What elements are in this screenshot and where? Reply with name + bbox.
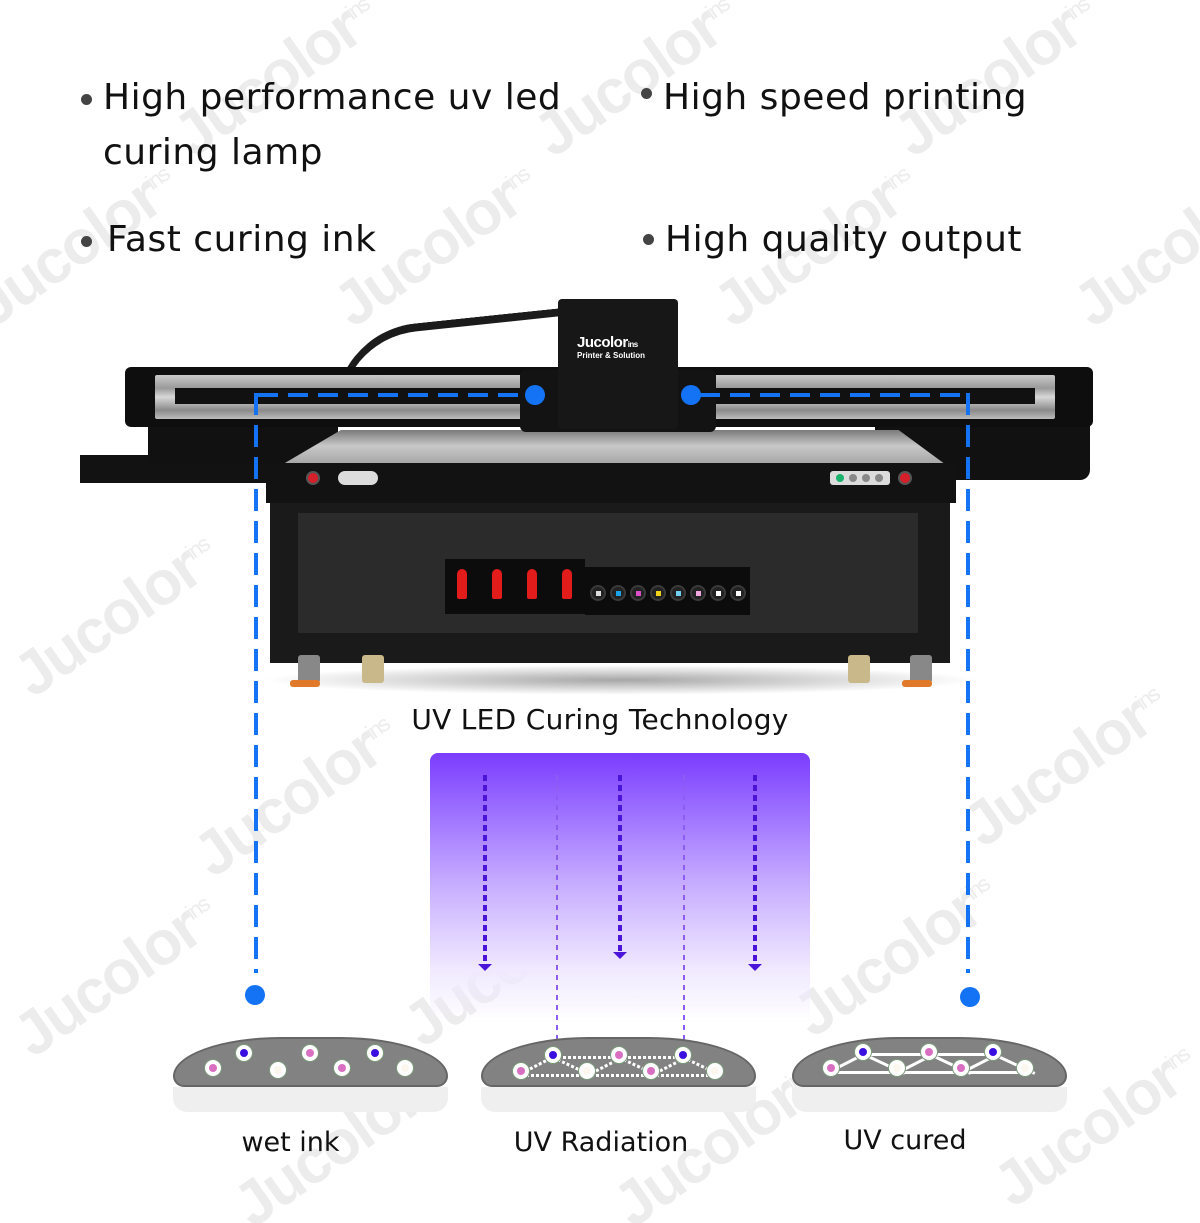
droplet-uv-cured (792, 1037, 1067, 1112)
feature-text: High speed printing (663, 77, 1028, 118)
print-head-cover (558, 299, 678, 429)
lamp-indicator-right-drop (966, 393, 970, 973)
droplet-wet-ink (173, 1037, 448, 1112)
bullet-icon (81, 94, 92, 105)
brand-logo: Jucolorins Printer & Solution (577, 334, 645, 360)
feature-uv-led-lamp: High performance uv led curing lamp (81, 70, 562, 180)
stage-label-uv-cured: UV cured (843, 1125, 967, 1156)
bullet-icon (643, 234, 654, 245)
valve-icon (527, 569, 537, 599)
uv-flatbed-printer: Jucolorins Printer & Solution (80, 295, 1100, 695)
watermark: Jucolorins (951, 681, 1164, 861)
emergency-stop-left-icon (306, 471, 320, 485)
valve-icon (492, 569, 502, 599)
caster-wheel (298, 655, 320, 683)
caster-wheel (362, 655, 384, 683)
valve-box (445, 559, 585, 614)
valve-icon (457, 569, 467, 599)
lamp-indicator-right-end-dot (960, 987, 980, 1007)
feature-text: High performance uv led (103, 77, 562, 118)
lamp-indicator-right-dot (681, 385, 701, 405)
stage-label-uv-radiation: UV Radiation (513, 1127, 689, 1158)
leveling-foot (290, 680, 320, 687)
lamp-indicator-right-line (700, 393, 970, 397)
caster-wheel (848, 655, 870, 683)
leveling-foot (902, 680, 932, 687)
valve-icon (562, 569, 572, 599)
lamp-indicator-left-drop (254, 393, 258, 973)
caster-wheel (910, 655, 932, 683)
bullet-icon (641, 88, 652, 99)
emergency-stop-right-icon (898, 471, 912, 485)
feature-text: curing lamp (103, 132, 324, 173)
feature-high-speed: High speed printing (641, 70, 1028, 125)
printer-frame (270, 503, 950, 663)
feature-fast-curing: Fast curing ink (81, 212, 377, 267)
feature-text: Fast curing ink (107, 219, 377, 260)
vacuum-switch (338, 471, 378, 485)
feature-high-quality: High quality output (643, 212, 1023, 267)
uv-arrow-icon (748, 775, 762, 971)
ink-bottles (585, 567, 750, 615)
lamp-indicator-left-dot (525, 385, 545, 405)
diagram-title: UV LED Curing Technology (411, 703, 789, 736)
bullet-icon (81, 236, 92, 247)
feature-text: High quality output (665, 219, 1023, 260)
stage-label-wet-ink: wet ink (241, 1127, 340, 1158)
lamp-indicator-left-line (258, 393, 528, 397)
droplet-uv-radiation (481, 1037, 756, 1112)
control-panel (830, 471, 890, 485)
uv-arrow-icon (613, 775, 627, 959)
lamp-indicator-left-end-dot (245, 985, 265, 1005)
uv-arrow-icon (478, 775, 492, 971)
watermark: Jucolorins (781, 871, 994, 1051)
